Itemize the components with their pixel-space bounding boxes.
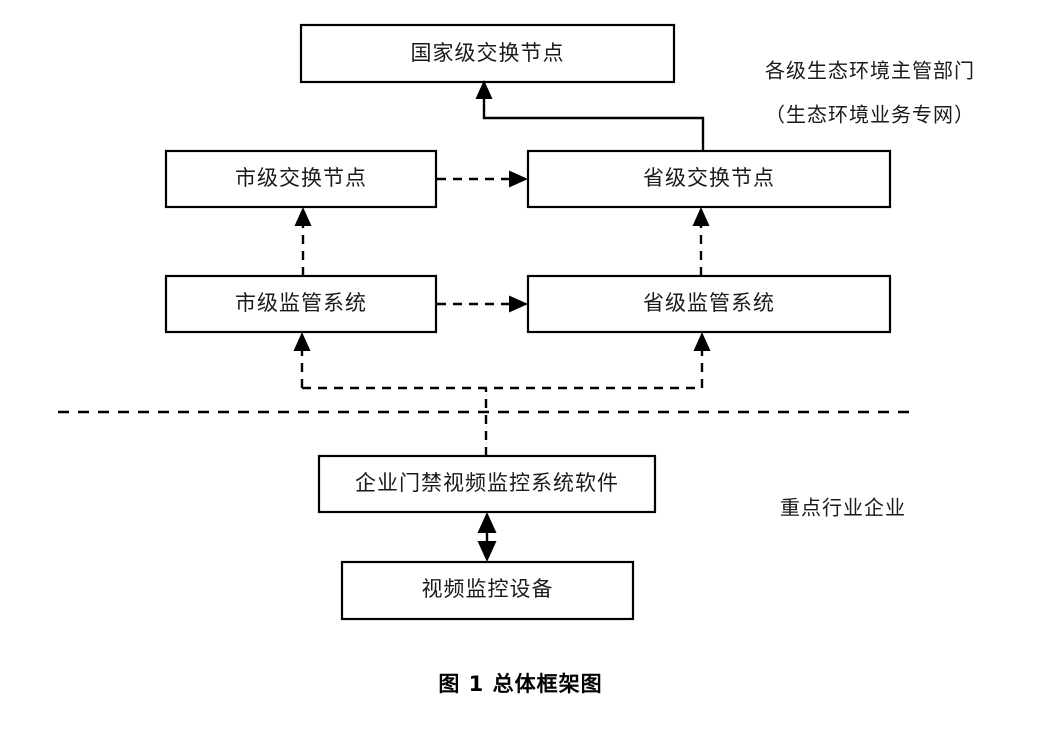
arrow-head-up-enterprise-software — [477, 512, 497, 533]
connector-city-to-province-exchange — [437, 170, 528, 188]
node-province-supervision-system: 省级监管系统 — [526, 274, 892, 334]
node-city-exchange-node: 市级交换节点 — [164, 149, 438, 209]
arrow-head-up-city-supervision — [293, 332, 311, 351]
zone-label-enterprise: 重点行业企业 — [780, 497, 906, 520]
node-box-city-exchange-node — [164, 149, 438, 209]
arrow-head-up-national-exchange — [475, 80, 493, 99]
arrow-head-up-city-exchange — [294, 207, 312, 226]
node-box-video-surveillance-device — [340, 560, 635, 621]
node-box-province-supervision-system — [526, 274, 892, 334]
node-label-province-supervision-system: 省级监管系统 — [643, 291, 775, 315]
node-label-enterprise-access-video-software: 企业门禁视频监控系统软件 — [355, 471, 619, 495]
node-box-enterprise-access-video-software — [317, 454, 657, 514]
node-label-national-exchange-node: 国家级交换节点 — [411, 41, 565, 65]
connector-enterprise-to-supervision-bus — [293, 332, 711, 456]
connector-province-supervision-to-province-exchange — [692, 207, 710, 276]
node-box-province-exchange-node — [526, 149, 892, 209]
node-box-national-exchange-node — [299, 23, 676, 84]
node-label-city-supervision-system: 市级监管系统 — [235, 291, 367, 315]
node-box-city-supervision-system — [164, 274, 438, 334]
node-label-city-exchange-node: 市级交换节点 — [235, 166, 367, 190]
node-national-exchange-node: 国家级交换节点 — [299, 23, 676, 84]
node-province-exchange-node: 省级交换节点 — [526, 149, 892, 209]
node-enterprise-access-video-software: 企业门禁视频监控系统软件 — [317, 454, 657, 514]
connector-province-to-national-exchange — [475, 80, 705, 151]
node-label-video-surveillance-device: 视频监控设备 — [422, 577, 554, 601]
zone-label-authority-line2: （生态环境业务专网） — [765, 104, 975, 127]
node-city-supervision-system: 市级监管系统 — [164, 274, 438, 334]
arrow-head-right-province-supervision — [509, 295, 528, 313]
connector-line-province-to-national — [482, 95, 705, 151]
figure-caption: 图 1 总体框架图 — [438, 672, 603, 696]
connector-city-supervision-to-city-exchange — [294, 207, 312, 276]
arrow-head-up-province-exchange — [692, 207, 710, 226]
node-label-province-exchange-node: 省级交换节点 — [643, 166, 775, 190]
arrow-head-down-video-device — [477, 541, 497, 562]
arrow-head-right-province-exchange — [509, 170, 528, 188]
connector-city-to-province-supervision — [437, 295, 528, 313]
zone-label-authority-line1: 各级生态环境主管部门 — [765, 60, 975, 83]
connector-software-device-bidirectional — [477, 512, 497, 562]
arrow-head-up-province-supervision — [693, 332, 711, 351]
node-video-surveillance-device: 视频监控设备 — [340, 560, 635, 621]
